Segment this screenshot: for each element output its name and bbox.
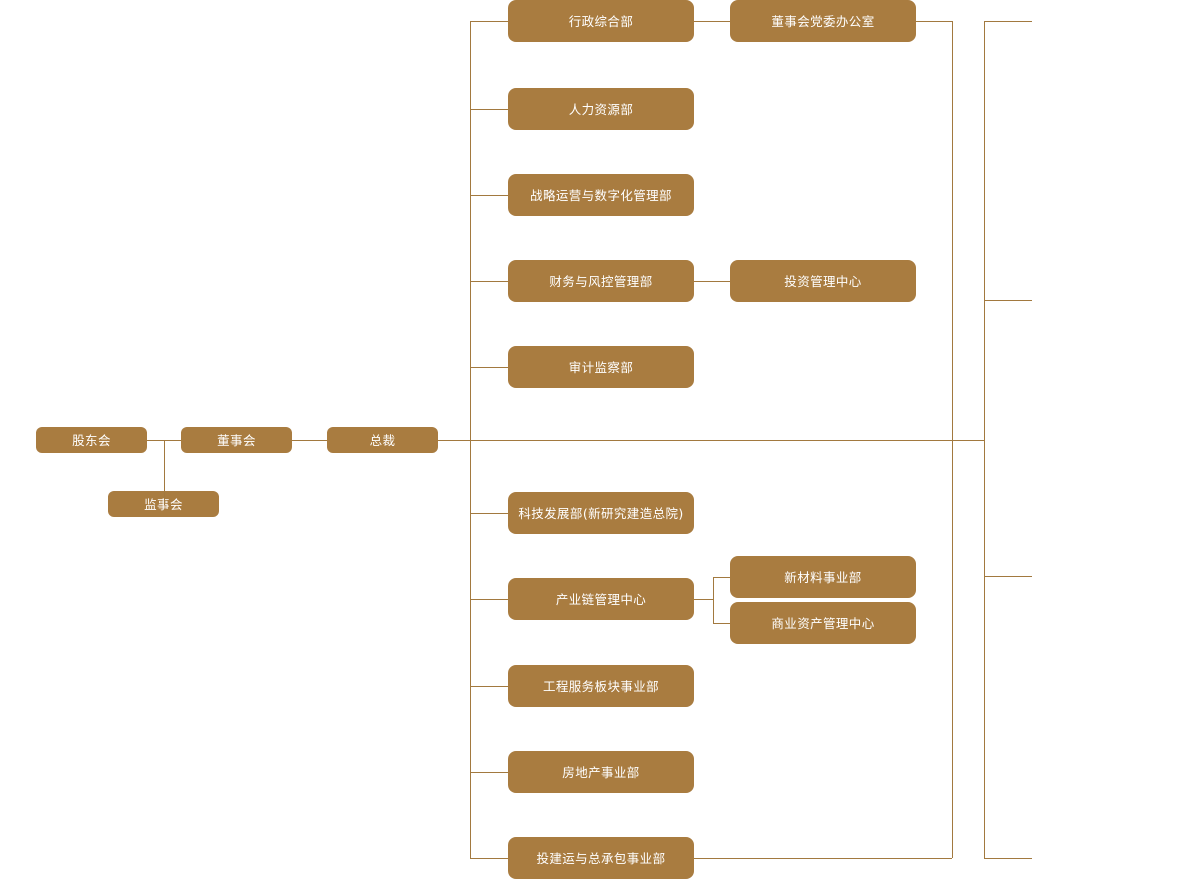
node-subunit-3[interactable]: 商业资产管理中心 <box>730 602 916 644</box>
node-shareholders-meeting[interactable]: 股东会 <box>36 427 147 453</box>
node-department-0[interactable]: 行政综合部 <box>508 0 694 42</box>
node-department-7[interactable]: 工程服务板块事业部 <box>508 665 694 707</box>
node-department-5[interactable]: 科技发展部(新研究建造总院) <box>508 492 694 534</box>
connector-department-0-to-subunit-0 <box>694 21 730 22</box>
connector-president-to-spine <box>438 440 984 441</box>
connector-department-6-stub <box>694 599 713 600</box>
node-department-8[interactable]: 房地产事业部 <box>508 751 694 793</box>
connector-spine-to-department-1 <box>470 109 508 110</box>
spine-main <box>470 21 471 858</box>
node-president[interactable]: 总裁 <box>327 427 438 453</box>
rail-inner <box>952 21 953 858</box>
connector-spine-to-department-4 <box>470 367 508 368</box>
rail-outer-mid-stub-upper <box>984 300 1032 301</box>
rail-outer-mid-stub-lower <box>984 576 1032 577</box>
rail-outer <box>984 21 985 858</box>
connector-spine-to-department-7 <box>470 686 508 687</box>
node-board-of-directors[interactable]: 董事会 <box>181 427 292 453</box>
node-department-3[interactable]: 财务与风控管理部 <box>508 260 694 302</box>
connector-board-to-president <box>292 440 327 441</box>
connector-spine-to-department-3 <box>470 281 508 282</box>
node-subunit-1[interactable]: 投资管理中心 <box>730 260 916 302</box>
connector-spine-to-department-6 <box>470 599 508 600</box>
connector-spine-to-department-0 <box>470 21 508 22</box>
connector-supervisors-drop <box>164 440 165 504</box>
node-department-4[interactable]: 审计监察部 <box>508 346 694 388</box>
connector-spine-to-department-9 <box>470 858 508 859</box>
node-subunit-2[interactable]: 新材料事业部 <box>730 556 916 598</box>
node-board-of-supervisors[interactable]: 监事会 <box>108 491 219 517</box>
rail-outer-bottom-stub <box>984 858 1032 859</box>
node-department-2[interactable]: 战略运营与数字化管理部 <box>508 174 694 216</box>
connector-spine-to-department-2 <box>470 195 508 196</box>
rail-inner-top-stub <box>916 21 952 22</box>
connector-bracket-to-subunit-3 <box>713 623 730 624</box>
connector-department-3-to-subunit-1 <box>694 281 730 282</box>
connector-spine-to-department-8 <box>470 772 508 773</box>
rail-outer-top-stub <box>984 21 1032 22</box>
node-department-6[interactable]: 产业链管理中心 <box>508 578 694 620</box>
connector-bracket-to-subunit-2 <box>713 577 730 578</box>
node-department-9[interactable]: 投建运与总承包事业部 <box>508 837 694 879</box>
node-department-1[interactable]: 人力资源部 <box>508 88 694 130</box>
connector-department-6-bracket <box>713 577 714 623</box>
node-subunit-0[interactable]: 董事会党委办公室 <box>730 0 916 42</box>
connector-supervisors-stub <box>164 504 165 505</box>
rail-inner-bottom-stub <box>694 858 952 859</box>
connector-spine-to-department-5 <box>470 513 508 514</box>
